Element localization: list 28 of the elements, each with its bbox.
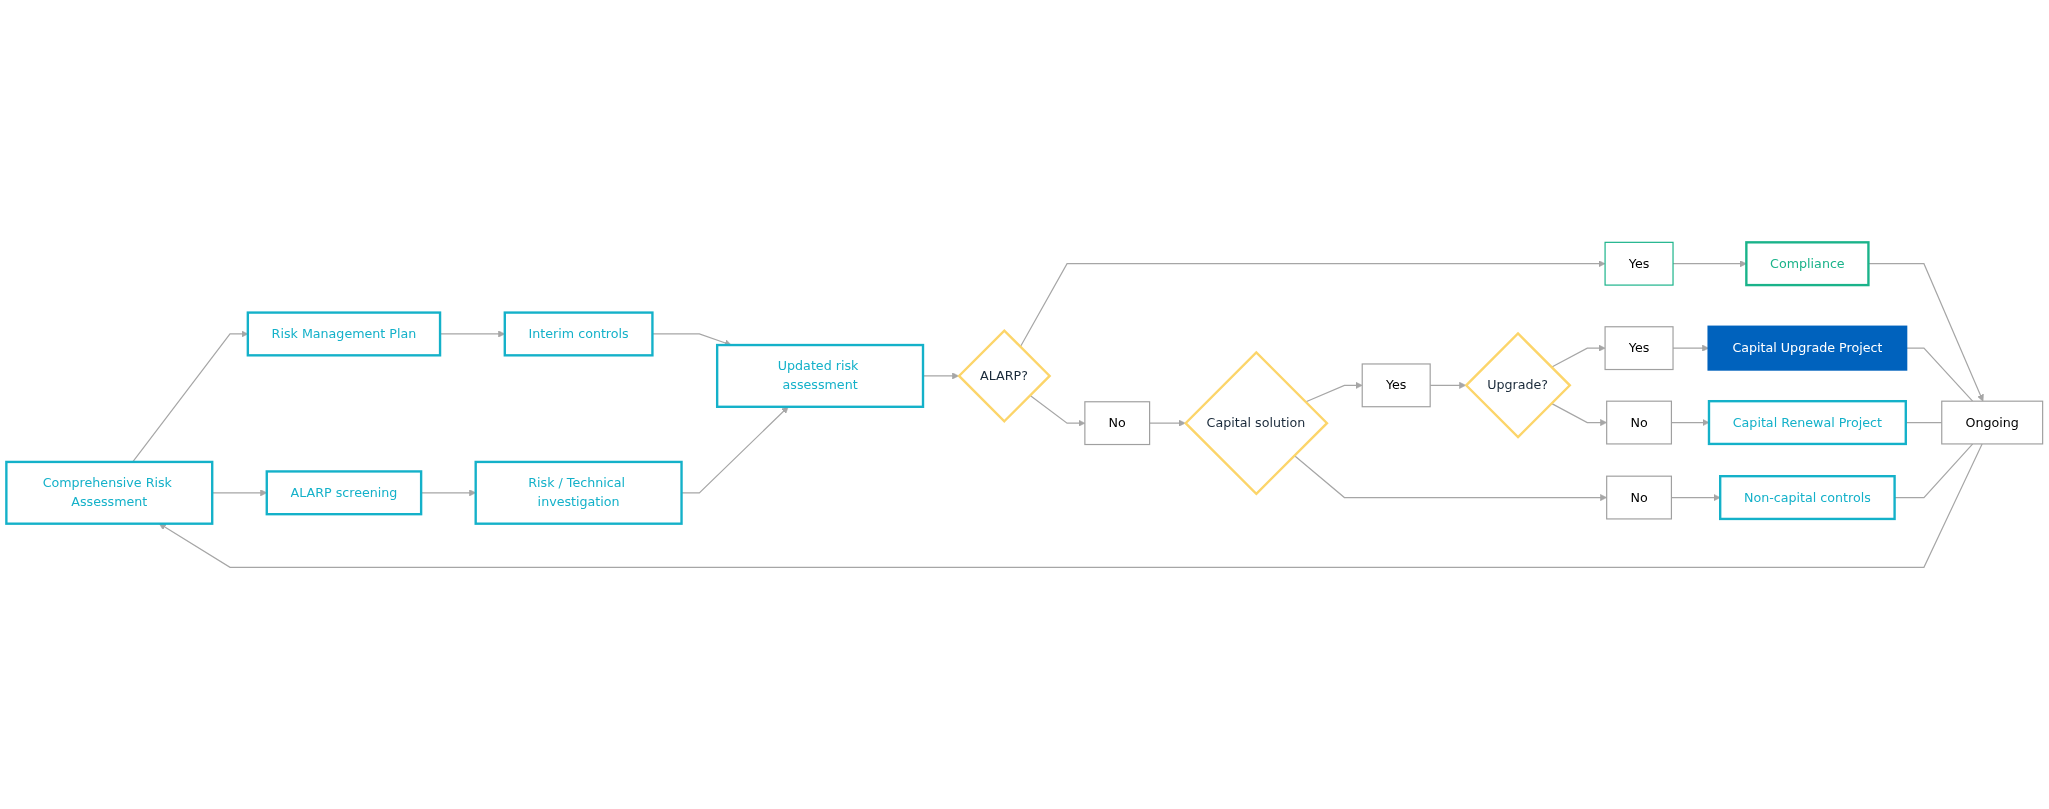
node-diamond: ALARP? bbox=[957, 328, 1052, 423]
node-box: Capital Renewal Project bbox=[1707, 399, 1907, 445]
node-box: Compliance bbox=[1745, 240, 1870, 286]
node-box: Comprehensive Risk Assessment bbox=[5, 460, 214, 525]
node-box: Risk / Technical investigation bbox=[474, 460, 683, 525]
node-diamond: Upgrade? bbox=[1464, 331, 1572, 439]
node-box: Yes bbox=[1604, 241, 1674, 286]
arrow bbox=[1293, 454, 1607, 501]
arrow bbox=[159, 443, 1983, 568]
node-box: ALARP screening bbox=[265, 469, 423, 516]
node-box: Interim controls bbox=[503, 311, 654, 357]
node-box: Ongoing bbox=[1941, 400, 2044, 445]
connector bbox=[1894, 443, 1974, 498]
node-box: No bbox=[1606, 400, 1672, 445]
arrow bbox=[1149, 419, 1186, 427]
arrow bbox=[1550, 402, 1607, 426]
node-box: Updated risk assessment bbox=[715, 343, 925, 408]
arrow bbox=[1304, 381, 1363, 403]
node-box: Yes bbox=[1604, 325, 1674, 370]
node-diamond: Capital solution bbox=[1183, 350, 1329, 496]
node-box: No bbox=[1084, 400, 1151, 445]
arrow bbox=[1550, 344, 1606, 368]
node-box: Non-capital controls bbox=[1719, 474, 1896, 520]
node-box: Risk Management Plan bbox=[246, 311, 442, 357]
node-box: Yes bbox=[1361, 363, 1431, 407]
arrow bbox=[1019, 259, 1606, 348]
node-box: No bbox=[1606, 475, 1672, 520]
node-box: Capital Upgrade Project bbox=[1707, 325, 1908, 371]
